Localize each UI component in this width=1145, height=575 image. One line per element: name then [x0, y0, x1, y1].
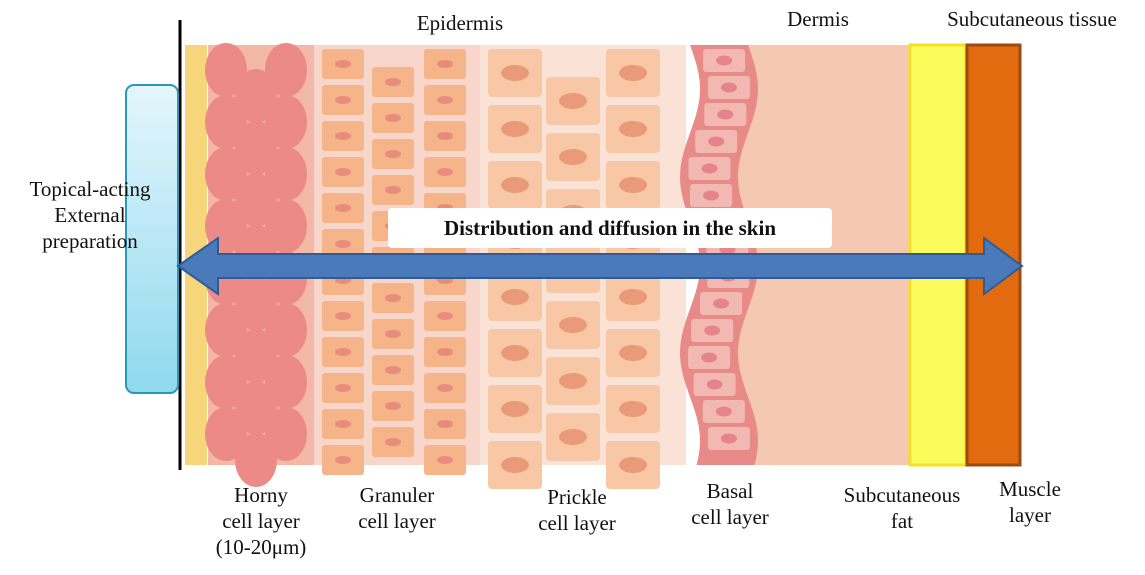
- basal-nucleus: [707, 380, 723, 390]
- basal-nucleus: [703, 191, 719, 201]
- basal-label-line2: cell layer: [668, 504, 792, 530]
- horny-label-line3: (10-20μm): [196, 534, 326, 560]
- prickle-nucleus: [501, 65, 529, 81]
- diffusion-arrow-label: Distribution and diffusion in the skin: [388, 208, 832, 248]
- granular-nucleus: [335, 348, 351, 356]
- prickle-label-line1: Prickle: [512, 484, 642, 510]
- prickle-nucleus: [619, 289, 647, 305]
- preparation-label-line3: preparation: [2, 228, 178, 254]
- basal-nucleus: [713, 299, 729, 309]
- granular-nucleus: [385, 330, 401, 338]
- granular-nucleus: [385, 294, 401, 302]
- granular-nucleus: [335, 420, 351, 428]
- granular-nucleus: [437, 60, 453, 68]
- granular-nucleus: [437, 132, 453, 140]
- prickle-nucleus: [619, 177, 647, 193]
- prickle-nucleus: [619, 345, 647, 361]
- granular-nucleus: [335, 132, 351, 140]
- granular-nucleus: [385, 366, 401, 374]
- granular-nucleus: [335, 240, 351, 248]
- granuler-layer-label: Granuler cell layer: [332, 482, 462, 534]
- horny-label-line2: cell layer: [196, 508, 326, 534]
- horny-layer-label: Horny cell layer (10-20μm): [196, 482, 326, 560]
- prickle-nucleus: [501, 401, 529, 417]
- granular-nucleus: [437, 420, 453, 428]
- basal-nucleus: [721, 434, 737, 444]
- basal-label-line1: Basal: [668, 478, 792, 504]
- granular-nucleus: [335, 168, 351, 176]
- basal-nucleus: [701, 353, 717, 363]
- granular-nucleus: [335, 312, 351, 320]
- granular-nucleus: [437, 384, 453, 392]
- prickle-nucleus: [501, 121, 529, 137]
- granular-nucleus: [335, 456, 351, 464]
- prickle-nucleus: [619, 401, 647, 417]
- fat-label-line1: Subcutaneous: [822, 482, 982, 508]
- granular-nucleus: [385, 402, 401, 410]
- prickle-label-line2: cell layer: [512, 510, 642, 536]
- basal-nucleus: [708, 137, 724, 147]
- prickle-nucleus: [559, 149, 587, 165]
- basal-nucleus: [717, 110, 733, 120]
- preparation-label-line1: Topical-acting: [2, 176, 178, 202]
- basal-nucleus: [702, 164, 718, 174]
- granuler-label-line1: Granuler: [332, 482, 462, 508]
- muscle-label-line1: Muscle: [980, 476, 1080, 502]
- prickle-nucleus: [501, 457, 529, 473]
- basal-nucleus: [721, 83, 737, 93]
- horny-label-line1: Horny: [196, 482, 326, 508]
- fat-label-line2: fat: [822, 508, 982, 534]
- granular-nucleus: [437, 312, 453, 320]
- granular-nucleus: [437, 456, 453, 464]
- prickle-nucleus: [501, 289, 529, 305]
- preparation-label-line2: External: [2, 202, 178, 228]
- prickle-layer-label: Prickle cell layer: [512, 484, 642, 536]
- subcutaneous-fat-label: Subcutaneous fat: [822, 482, 982, 534]
- prickle-nucleus: [619, 121, 647, 137]
- basal-nucleus: [716, 407, 732, 417]
- granular-nucleus: [437, 348, 453, 356]
- prickle-nucleus: [619, 65, 647, 81]
- prickle-nucleus: [559, 429, 587, 445]
- prickle-nucleus: [559, 373, 587, 389]
- prickle-nucleus: [559, 317, 587, 333]
- granular-nucleus: [437, 168, 453, 176]
- granuler-label-line2: cell layer: [332, 508, 462, 534]
- basal-layer-label: Basal cell layer: [668, 478, 792, 530]
- prickle-nucleus: [619, 457, 647, 473]
- preparation-label: Topical-acting External preparation: [2, 176, 178, 254]
- granular-nucleus: [385, 114, 401, 122]
- basal-nucleus: [704, 326, 720, 336]
- prickle-nucleus: [501, 177, 529, 193]
- dermis-label: Dermis: [758, 6, 878, 32]
- granular-nucleus: [335, 384, 351, 392]
- horny-cell: [235, 433, 277, 487]
- granular-nucleus: [385, 78, 401, 86]
- subcutaneous-tissue-label: Subcutaneous tissue: [920, 6, 1144, 32]
- granular-nucleus: [335, 96, 351, 104]
- prickle-nucleus: [501, 345, 529, 361]
- muscle-layer-label: Muscle layer: [980, 476, 1080, 528]
- basal-nucleus: [716, 56, 732, 66]
- granular-nucleus: [385, 186, 401, 194]
- granular-nucleus: [437, 96, 453, 104]
- epidermis-label: Epidermis: [380, 10, 540, 36]
- granular-nucleus: [335, 60, 351, 68]
- muscle-label-line2: layer: [980, 502, 1080, 528]
- prickle-nucleus: [559, 93, 587, 109]
- granular-nucleus: [335, 204, 351, 212]
- granular-nucleus: [385, 150, 401, 158]
- granular-nucleus: [385, 438, 401, 446]
